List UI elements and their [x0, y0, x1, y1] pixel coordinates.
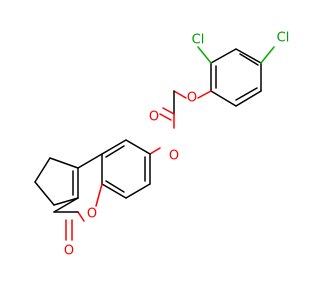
atom-label-o: O — [169, 149, 179, 164]
benzo-ring — [101, 139, 151, 199]
atom-label-o: O — [87, 207, 97, 222]
bond — [53, 197, 79, 206]
bond — [125, 139, 151, 155]
bond-o-ch2 — [173, 90, 187, 99]
bond-o-aryl — [149, 147, 161, 155]
cyclopentane-ring — [34, 157, 79, 206]
bond-aryl-o — [197, 90, 212, 99]
bond — [53, 197, 79, 213]
bond-cl-para — [260, 46, 275, 64]
bond — [77, 153, 103, 169]
bond-c-o-double — [162, 107, 175, 115]
atom-label-o: O — [187, 91, 197, 106]
chemical-structure-diagram: Cl Cl O O O O O — [34, 31, 290, 259]
bond — [101, 139, 127, 155]
bond — [210, 48, 237, 64]
bond-double-inner — [235, 87, 258, 101]
pyranone-ring — [53, 153, 103, 222]
atom-label-o: O — [149, 110, 159, 125]
dichlorophenyl-ring — [210, 48, 262, 107]
atom-label-cl: Cl — [277, 31, 290, 46]
bond-c-oring — [95, 183, 103, 207]
bond — [235, 90, 262, 107]
bond — [235, 48, 262, 64]
bond-cl-ortho — [197, 46, 212, 64]
atom-label-o: O — [64, 244, 74, 259]
bond-double-inner — [105, 145, 125, 158]
bond — [210, 90, 237, 107]
bond — [125, 183, 151, 199]
structure-canvas: Cl Cl O O O O O — [34, 30, 290, 259]
atom-label-cl: Cl — [192, 33, 205, 48]
bond-c-o-double-inner — [159, 113, 172, 121]
bond — [34, 181, 55, 206]
bond-double-inner — [105, 180, 125, 193]
bond — [101, 183, 127, 199]
bond-oring-c — [77, 211, 85, 222]
bond — [49, 157, 79, 169]
bond-double-inner — [239, 53, 259, 66]
bond — [34, 157, 51, 183]
